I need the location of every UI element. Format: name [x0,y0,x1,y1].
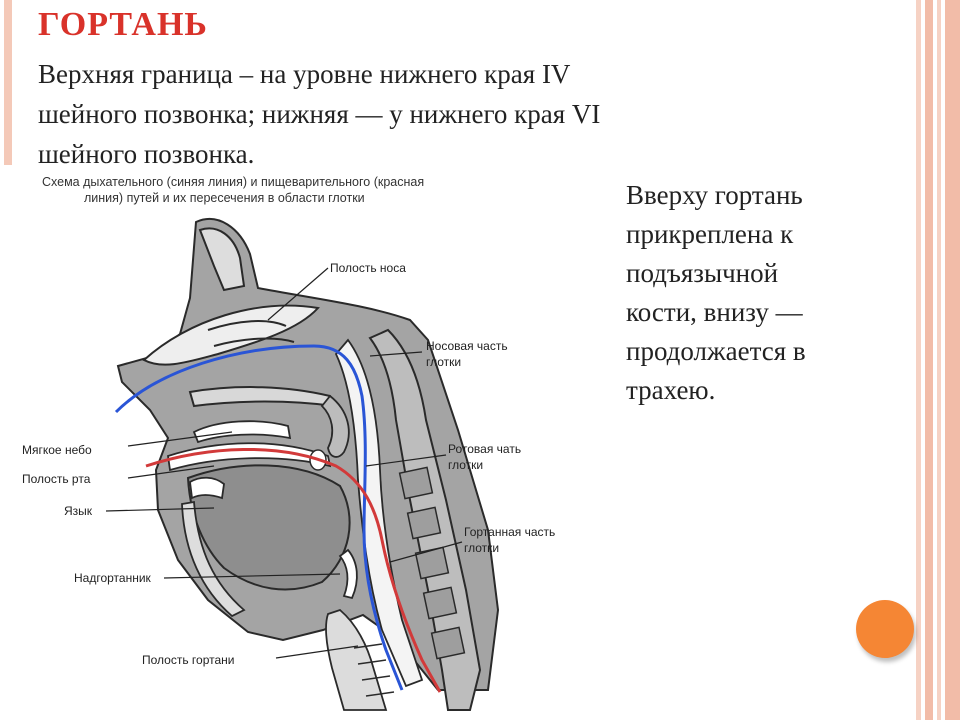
label-tongue: Язык [64,504,93,518]
diagram-caption-line: Схема дыхательного (синяя линия) и пищев… [42,175,424,189]
nasal-concha [213,337,295,347]
leader-tongue [105,507,215,512]
lower-teeth [189,476,225,500]
side-line: трахею. [626,375,716,405]
leader-larynx-cavity [275,645,359,659]
mandible [181,500,246,618]
label-larynx-cavity: Полость гортани [142,653,235,667]
pharynx-diagram: Схема дыхательного (синяя линия) и пищев… [22,175,555,711]
slide-title: ГОРТАНЬ [38,6,208,43]
airway-path [114,344,404,691]
side-text: Вверху гортань прикреплена к подъязычной… [626,176,896,410]
nasal-cavity-shape [142,304,320,366]
decorative-stripes [916,0,960,720]
epiglottis-shape [338,548,358,600]
vertebra [430,626,466,660]
leader-soft-palate [127,431,233,447]
vertebra [422,586,458,620]
side-line: Вверху гортань [626,180,803,210]
side-line: прикреплена к [626,219,794,249]
diagram-caption-line: линия) путей и их пересечения в области … [84,191,365,205]
label-epiglottis: Надгортанник [74,571,152,585]
pharynx-lumen [334,338,424,688]
vertebra [414,546,450,580]
intro-text: Верхняя граница – на уровне нижнего края… [38,54,818,174]
left-accent-bar [4,0,12,165]
label-oropharynx: глотки [448,458,483,472]
label-oropharynx: Ротовая чать [448,442,521,456]
leader-nasal-cavity [267,267,329,321]
label-laryngopharynx: Гортанная часть [464,525,555,539]
label-nasopharynx: Носовая часть [426,339,508,353]
leader-oral-cavity [127,465,215,479]
food-path [145,447,442,693]
tongue-shape [186,464,351,591]
leader-nasopharynx [369,351,423,357]
intro-line: шейного позвонка; нижняя — у нижнего кра… [38,99,601,129]
oral-cavity-shape [167,442,332,472]
side-line: подъязычной [626,258,779,288]
larynx-shape [325,608,388,711]
side-line: продолжается в [626,336,806,366]
leader-oropharynx [365,454,447,467]
leader-laryngopharynx [389,541,463,563]
label-soft-palate: Мягкое небо [22,443,92,457]
label-oral-cavity: Полость рта [22,472,91,486]
nasal-concha [207,320,287,331]
label-laryngopharynx: глотки [464,541,499,555]
soft-palate-shape [320,394,350,458]
decorative-orange-circle [856,600,914,658]
side-line: кости, внизу — [626,297,803,327]
intro-line: Верхняя граница – на уровне нижнего края… [38,59,571,89]
intro-line: шейного позвонка. [38,139,255,169]
leader-epiglottis [163,573,341,579]
upper-teeth [192,420,292,444]
label-nasopharynx: глотки [426,355,461,369]
label-nasal-cavity: Полость носа [330,261,406,275]
vertebra [406,506,442,540]
trachea-rings [353,643,395,697]
frontal-bone [198,227,246,292]
vertebra [398,466,434,500]
